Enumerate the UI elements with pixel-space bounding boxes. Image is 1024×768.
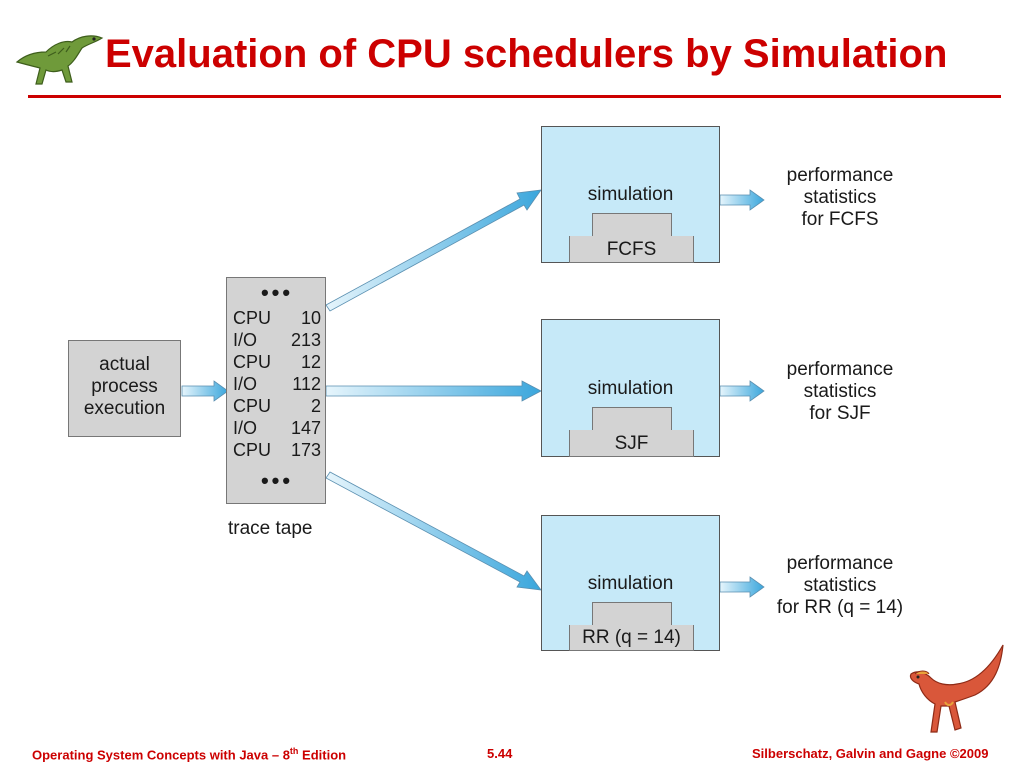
sim-step-upper — [592, 407, 672, 431]
scheduler-name-rr: RR (q = 14) — [582, 627, 681, 648]
scheduler-block-fcfs: FCFS — [569, 236, 694, 263]
stats-sjf: performance statistics for SJF — [786, 359, 894, 424]
dinosaur-logo-icon — [15, 35, 104, 85]
source-line-2: process — [91, 376, 158, 397]
arrow-fcfs-to-stats — [719, 189, 765, 211]
trace-tape-caption: trace tape — [228, 518, 313, 539]
scheduler-block-rr: RR (q = 14) — [569, 625, 694, 651]
actual-process-execution-box: actual process execution — [68, 340, 181, 437]
scheduler-name-sjf: SJF — [614, 433, 649, 454]
arrow-tape-to-fcfs — [325, 189, 542, 312]
stats-rr: performance statistics for RR (q = 14) — [776, 553, 904, 618]
footer-copyright: Silberschatz, Galvin and Gagne ©2009 — [752, 746, 989, 761]
sim-step-upper — [592, 602, 672, 626]
simulation-box-rr: simulation RR (q = 14) — [541, 515, 720, 651]
source-line-3: execution — [83, 398, 166, 419]
scheduler-name-fcfs: FCFS — [606, 239, 657, 260]
simulation-box-sjf: simulation SJF — [541, 319, 720, 457]
arrow-tape-to-rr — [325, 471, 542, 591]
arrow-tape-to-sjf — [325, 380, 542, 402]
arrow-source-to-tape — [181, 380, 229, 402]
title-underline — [28, 95, 1001, 98]
simulation-label: simulation — [587, 378, 674, 399]
slide-title: Evaluation of CPU schedulers by Simulati… — [105, 32, 948, 76]
footer-page-number: 5.44 — [487, 746, 513, 761]
footer-book-title: Operating System Concepts with Java – 8t… — [32, 746, 347, 763]
red-dinosaur-icon — [909, 644, 1004, 733]
simulation-box-fcfs: simulation FCFS — [541, 126, 720, 263]
arrow-rr-to-stats — [719, 576, 765, 598]
trace-dots-top: ••• — [260, 280, 294, 305]
source-line-1: actual — [99, 354, 150, 375]
simulation-label: simulation — [587, 184, 674, 205]
stats-fcfs: performance statistics for FCFS — [786, 165, 894, 230]
simulation-label: simulation — [587, 573, 674, 594]
scheduler-block-sjf: SJF — [569, 430, 694, 457]
sim-step-upper — [592, 213, 672, 237]
arrow-sjf-to-stats — [719, 380, 765, 402]
trace-dots-bottom: ••• — [260, 468, 294, 493]
